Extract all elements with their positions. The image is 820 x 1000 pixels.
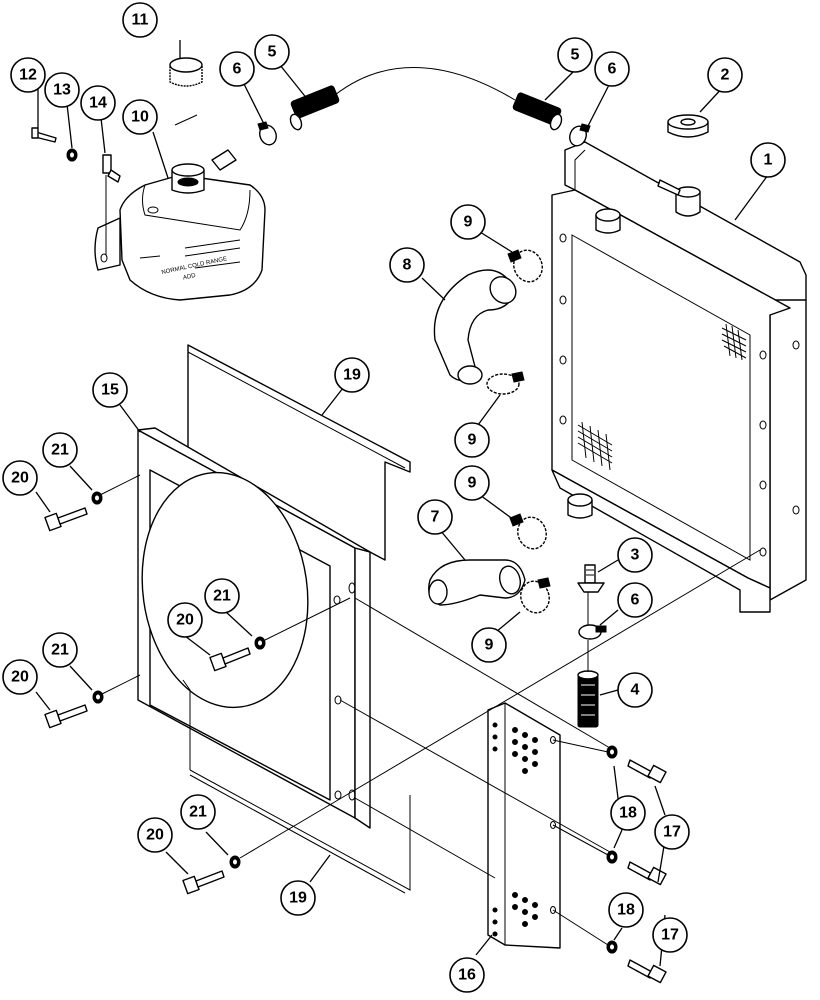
callout-6-right-label: 6 [608,61,617,78]
callout-20-b-label: 20 [176,612,194,629]
callout-4-label: 4 [631,682,640,699]
tank-mount-washer [66,148,78,162]
callout-17-a-label: 17 [663,824,681,841]
callout-2: 2 [707,57,743,93]
callout-21-c-label: 21 [51,642,69,659]
callout-2-label: 2 [721,67,730,84]
drain-hose [577,670,599,728]
callout-19-b: 19 [280,880,316,916]
tank-level-label-bottom: ADD [183,273,197,282]
assembly-centerlines [99,474,761,946]
callout-8: 8 [389,247,425,283]
upper-radiator-hose [433,269,517,385]
callout-20-d: 20 [137,817,173,853]
callout-6-left-label: 6 [233,61,242,78]
radiator-mount-holes [559,233,800,557]
callout-17-a: 17 [654,814,690,850]
callout-17-b: 17 [652,917,688,953]
baffle-bolts [627,759,667,984]
callout-6-left: 6 [219,51,255,87]
callout-10: 10 [122,99,158,135]
callout-21-a: 21 [42,432,78,468]
callout-20-c: 20 [2,659,38,695]
callout-3-label: 3 [631,547,640,564]
callout-17-b-label: 17 [661,927,679,944]
callout-3: 3 [617,537,653,573]
callout-9-b-label: 9 [468,432,477,449]
callout-16-label: 16 [458,967,476,984]
callout-9-c: 9 [454,465,490,501]
callout-1-label: 1 [764,152,773,169]
callout-14-label: 14 [89,95,107,112]
callout-18-a: 18 [610,795,646,831]
radiator-cap [667,114,709,138]
callout-19-a: 19 [334,357,370,393]
callout-9-d: 9 [471,627,507,663]
callout-21-b-label: 21 [213,588,231,605]
callout-13: 13 [44,72,80,108]
callout-7-label: 7 [431,509,440,526]
callout-8-label: 8 [403,257,412,274]
shroud-bolts [44,507,251,895]
baffle-perforations [492,722,538,937]
callout-11: 11 [122,2,158,38]
callout-10-label: 10 [131,109,149,126]
callout-13-label: 13 [53,82,71,99]
callout-19-a-label: 19 [343,367,361,384]
callout-20-b: 20 [167,602,203,638]
callout-6-lower-label: 6 [631,592,640,609]
fan-shroud [137,427,371,829]
callout-9-a-label: 9 [464,214,473,231]
callout-21-c: 21 [42,632,78,668]
callout-15-label: 15 [101,382,119,399]
callout-5-left: 5 [254,34,290,70]
callout-1: 1 [750,142,786,178]
recovery-tank-cap [169,57,203,126]
callout-18-a-label: 18 [619,805,637,822]
callout-20-c-label: 20 [11,669,29,686]
callout-21-a-label: 21 [51,442,69,459]
callout-21-d: 21 [180,794,216,830]
callout-20-d-label: 20 [146,827,164,844]
tank-mount-bolt [31,127,57,143]
callout-12-label: 12 [19,67,37,84]
radiator [551,141,807,613]
callout-5-left-label: 5 [268,44,277,61]
callout-6-right: 6 [594,51,630,87]
fan-shroud-seal-bottom [189,769,411,894]
callout-11-label: 11 [132,12,149,29]
callout-4: 4 [617,672,653,708]
coolant-recovery-tank: NORMAL COLD RANGE ADD [94,149,266,301]
callout-18-b: 18 [608,892,644,928]
tank-mount-clip [102,154,121,255]
callout-9-b: 9 [454,422,490,458]
callout-7: 7 [417,499,453,535]
radiator-core-hatch [577,323,747,471]
overflow-hose-clamps [257,121,607,640]
callout-21-d-label: 21 [189,804,207,821]
radiator-hose-clamps [486,249,551,614]
callout-21-b: 21 [204,578,240,614]
callout-9-a: 9 [450,204,486,240]
callout-20-a-label: 20 [11,470,29,487]
callout-9-d-label: 9 [485,637,494,654]
callout-19-b-label: 19 [289,890,307,907]
callout-15: 15 [92,372,128,408]
shroud-washers [91,491,266,869]
callout-12: 12 [10,57,46,93]
callout-6-lower: 6 [617,582,653,618]
callout-5-right: 5 [557,37,593,73]
overflow-hose [289,67,563,131]
drain-valve [577,564,605,593]
lower-radiator-hose [428,559,526,606]
side-baffle-plate [487,702,561,949]
callout-16: 16 [449,957,485,993]
callout-18-b-label: 18 [617,902,635,919]
baffle-washers [606,745,618,954]
callout-9-c-label: 9 [468,475,477,492]
callout-14: 14 [80,85,116,121]
callout-5-right-label: 5 [571,47,580,64]
callout-20-a: 20 [2,460,38,496]
